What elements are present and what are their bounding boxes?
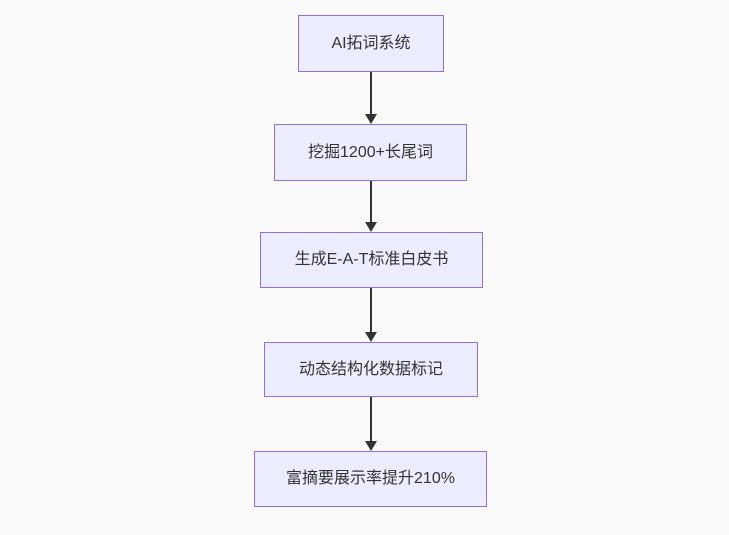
node-label: AI拓词系统 [331, 34, 411, 52]
flow-arrow-line [370, 181, 372, 222]
flowchart-node-ai-system: AI拓词系统 [298, 15, 444, 72]
node-label: 挖掘1200+长尾词 [308, 143, 433, 161]
arrowhead-down-icon [365, 332, 377, 342]
arrowhead-down-icon [365, 222, 377, 232]
flow-arrow-line [370, 72, 372, 114]
flow-arrow-line [370, 288, 372, 332]
flowchart-node-longtail-keywords: 挖掘1200+长尾词 [274, 124, 467, 181]
node-label: 动态结构化数据标记 [298, 360, 443, 378]
flowchart-node-eat-whitepaper: 生成E-A-T标准白皮书 [260, 232, 483, 288]
arrowhead-down-icon [365, 114, 377, 124]
flowchart-node-structured-data: 动态结构化数据标记 [264, 342, 478, 397]
node-label: 生成E-A-T标准白皮书 [294, 251, 449, 269]
flow-arrow-line [370, 397, 372, 441]
flowchart-node-rich-snippet-result: 富摘要展示率提升210% [254, 451, 487, 507]
node-label: 富摘要展示率提升210% [286, 470, 455, 488]
arrowhead-down-icon [365, 441, 377, 451]
